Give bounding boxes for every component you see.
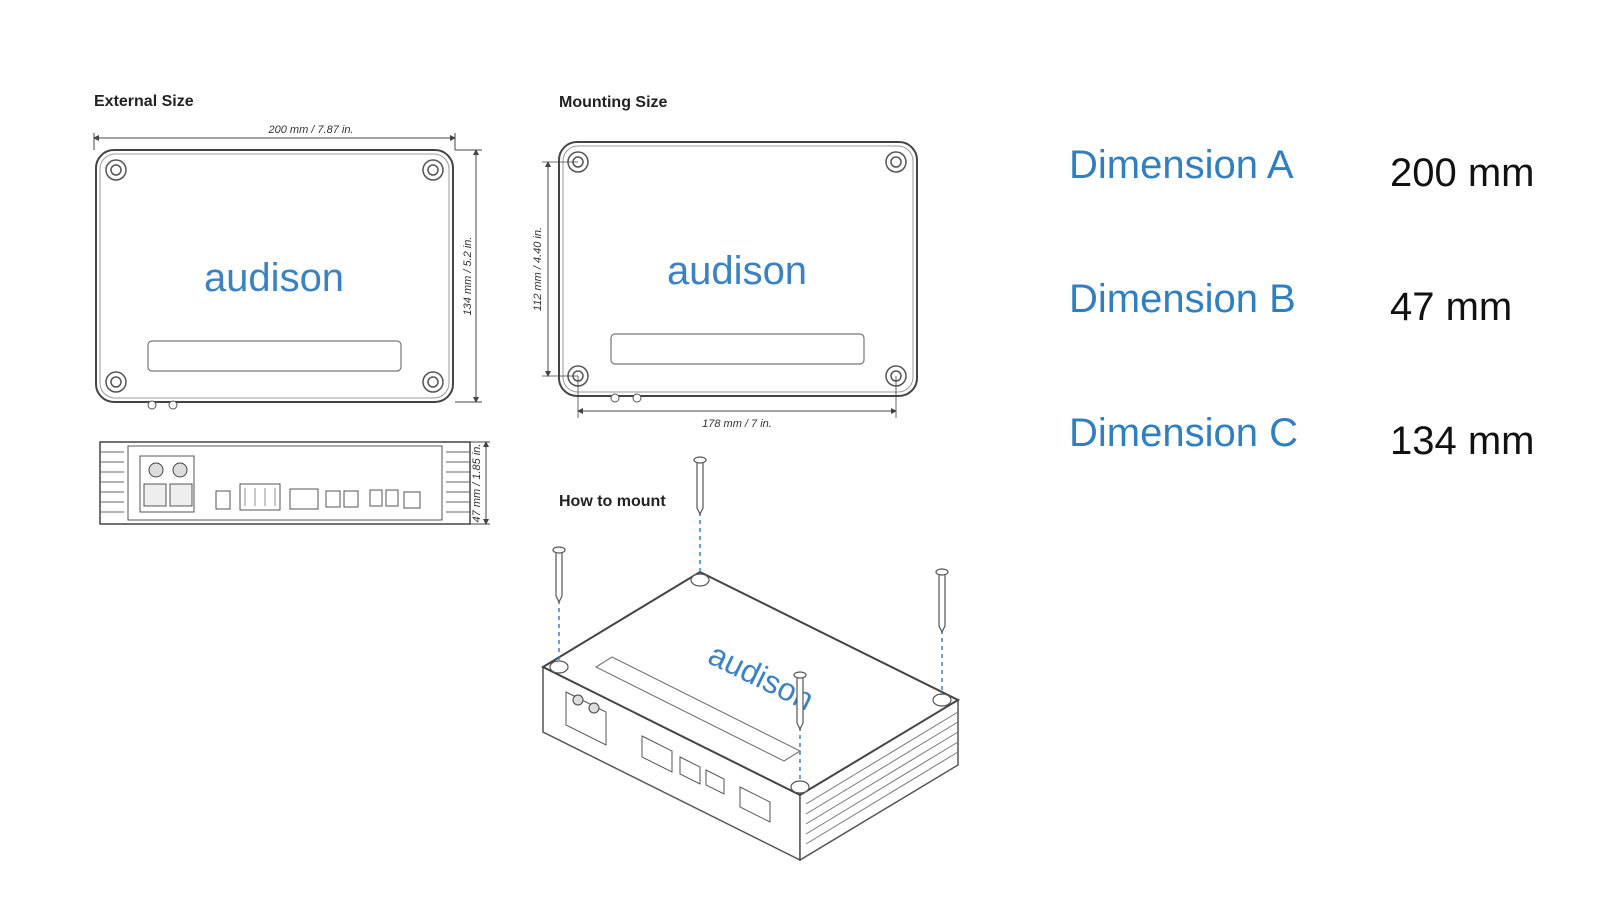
dimension-a-value: 200 mm: [1390, 151, 1535, 195]
side-view: 47 mm / 1.85 in.: [99, 441, 490, 525]
mounting-size-title: Mounting Size: [559, 94, 668, 111]
external-height-measure: 134 mm / 5.2 in.: [462, 237, 474, 316]
mounting-isometric-view: audison: [540, 456, 961, 862]
dimension-b-value: 47 mm: [1390, 285, 1513, 329]
side-height-measure: 47 mm / 1.85 in.: [471, 444, 483, 523]
external-width-measure: 200 mm / 7.87 in.: [268, 124, 354, 136]
how-to-mount-title: How to mount: [559, 493, 666, 510]
audison-logo-mount: audison: [667, 249, 807, 293]
dimension-a-label: Dimension A: [1069, 143, 1294, 187]
mount-height-measure: 112 mm / 4.40 in.: [532, 227, 544, 311]
dimension-c-label: Dimension C: [1069, 411, 1298, 455]
dimension-b-label: Dimension B: [1069, 277, 1296, 321]
mounting-top-view: audison 112 mm / 4.40 in. 178 mm / 7 in.: [532, 141, 918, 430]
external-size-title: External Size: [94, 93, 194, 110]
mount-width-measure: 178 mm / 7 in.: [702, 418, 772, 430]
dimension-c-value: 134 mm: [1390, 419, 1535, 463]
audison-logo: audison: [204, 256, 344, 300]
external-top-view: 200 mm / 7.87 in. audison 134 mm / 5.2 i…: [93, 124, 482, 410]
